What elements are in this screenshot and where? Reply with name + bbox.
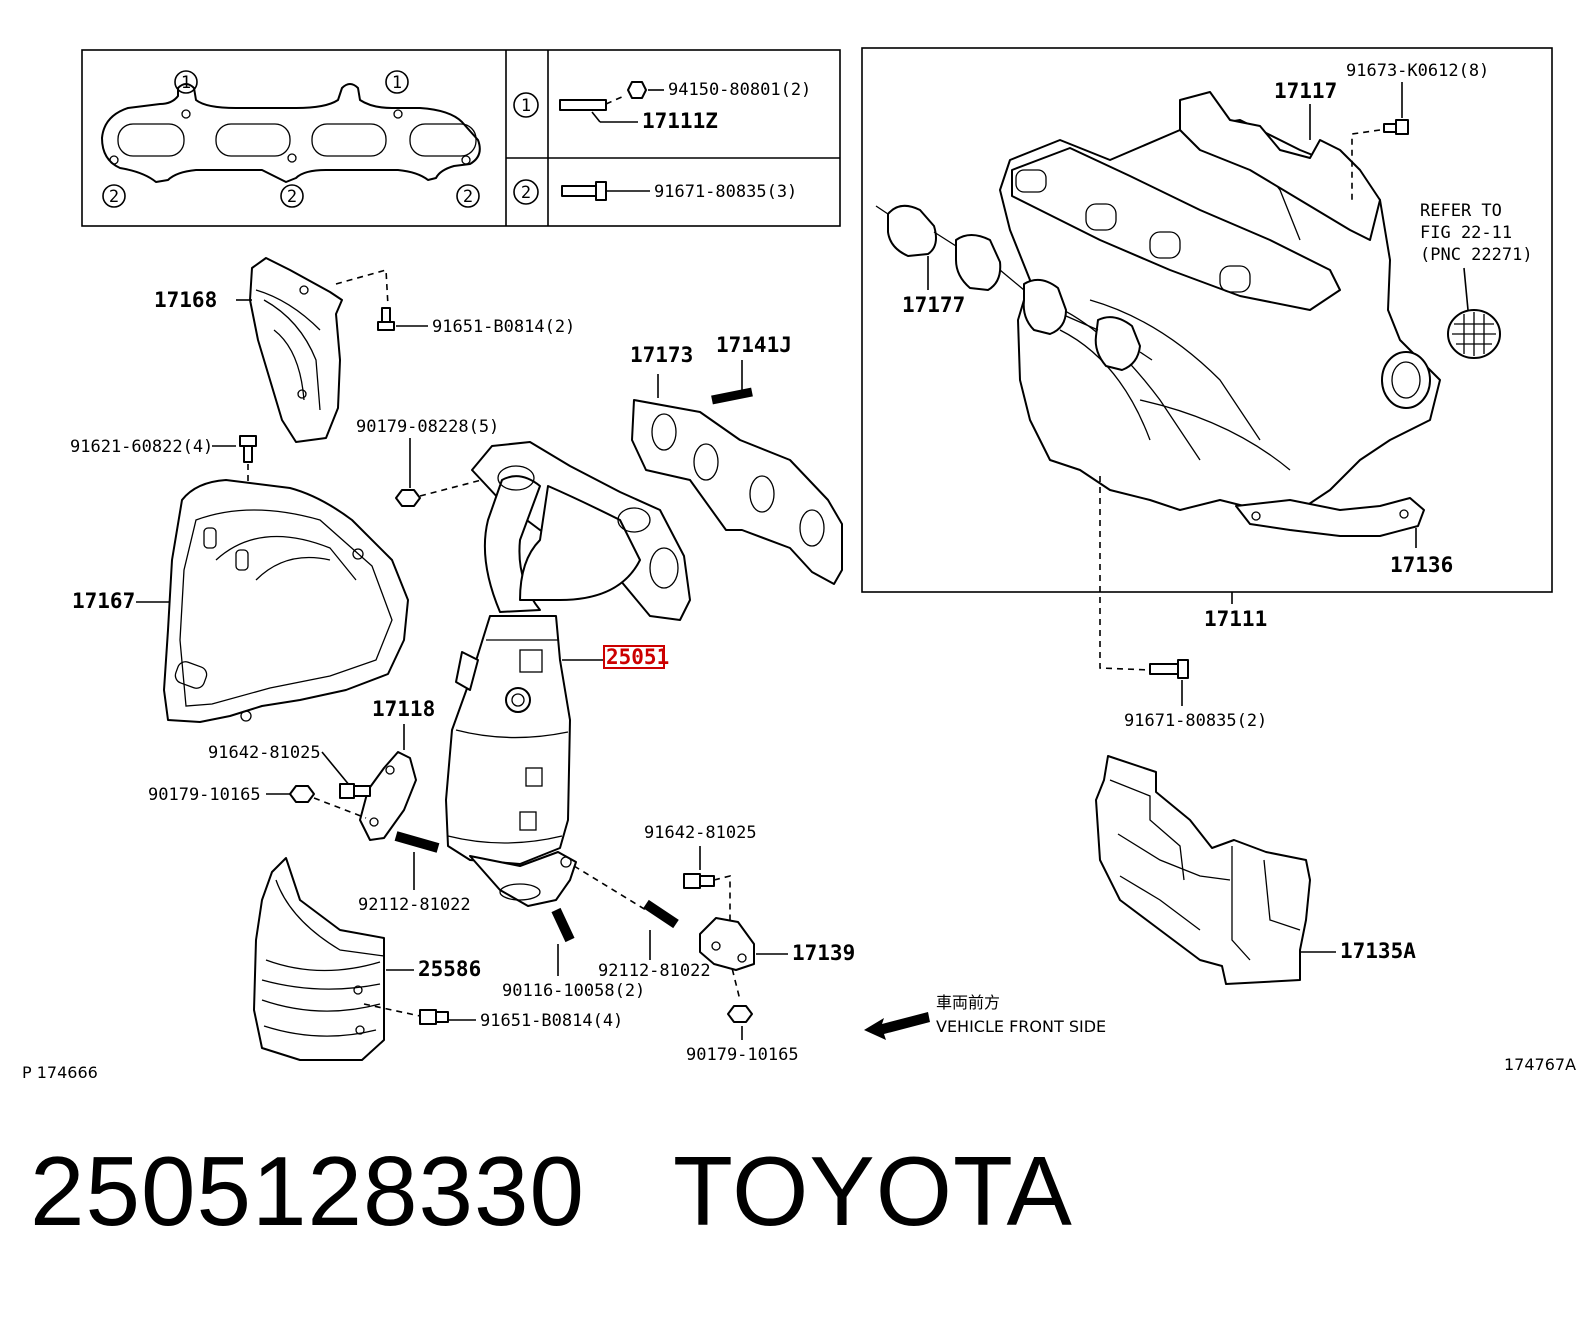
nut-90179-08228-group: 90179-08228(5) [356,417,521,507]
exhaust-manifold-25051-group: 25051 [445,441,691,907]
front-arrow-icon [864,1012,930,1040]
callout-1-left: 1 [174,70,198,94]
label-91671-80835-3: 91671-80835(3) [654,182,797,202]
callout-2-mid: 2 [280,184,304,208]
label-91673-k0612-8: 91673-K0612(8) [1346,61,1489,81]
label-91671-80835-2: 91671-80835(2) [1124,711,1267,731]
svg-text:2: 2 [287,187,297,207]
intake-gasket-17177 [887,204,937,257]
svg-text:2: 2 [109,187,119,207]
refer-line-1: REFER TO [1420,201,1502,221]
refer-line-3: (PNC 22271) [1420,245,1533,265]
manifold-gasket-17173 [631,399,843,585]
label-17139: 17139 [792,941,855,965]
callout-1-right: 1 [385,70,409,94]
insulator-17168-group: 17168 91651-B0814(2) [154,257,575,443]
figure-code-left: P 174666 [22,1063,98,1082]
gasket-detail-box: 1 1 2 2 2 1 2 94150-80801(2) 17111Z 9167… [81,49,841,227]
insulator-25586-group: 25586 91651-B0814(4) [253,857,623,1061]
bolt-icon [561,185,597,197]
callout-2-left: 2 [102,184,126,208]
nut-icon [289,785,315,803]
footer-caption: 2505128330 TOYOTA [30,1135,1161,1248]
bolt-icon [239,435,257,447]
gasket-17173-group: 17173 17141J [630,333,843,585]
bolt-icon [339,783,355,799]
insulator-17167-group: 91621-60822(4) 17167 [70,435,409,723]
figure-code-right: 174767A [1504,1055,1576,1074]
label-91621-60822-4: 91621-60822(4) [70,437,213,457]
row-key-2: 2 [513,179,539,205]
svg-text:2: 2 [463,187,473,207]
label-90179-10165-a: 90179-10165 [148,785,261,805]
label-92112-81022-a: 92112-81022 [358,895,471,915]
svg-text:2: 2 [521,183,531,203]
converter-outlet-flange [469,851,577,907]
front-label-jp: 車両前方 [936,993,1000,1012]
front-label-en: VEHICLE FRONT SIDE [936,1017,1106,1036]
footer-part-number: 2505128330 [30,1136,586,1246]
bolt-icon [1149,663,1179,675]
row-key-1: 1 [513,92,539,118]
heat-insulator-17135a [1095,755,1311,985]
label-17141j: 17141J [716,333,792,357]
heat-insulator-17167 [163,479,409,723]
label-17111: 17111 [1204,607,1267,631]
nut-icon [727,1005,753,1023]
label-91642-81025-b: 91642-81025 [644,823,757,843]
bolt-icon [1395,119,1409,135]
heat-insulator-17168 [249,257,343,443]
label-17167: 17167 [72,589,135,613]
stud-90116-group: 90116-10058(2) [502,907,645,1001]
label-17173: 17173 [630,343,693,367]
gasket-17139-group: 91642-81025 92112-81022 17139 90179-1016… [573,823,855,1065]
bracket-17136 [1235,497,1425,537]
intake-manifold-box: 17117 91673-K0612(8) REFER TO FIG 22-11 … [861,47,1553,593]
label-94150-80801: 94150-80801(2) [668,80,811,100]
throttle-body-port [1381,351,1431,409]
label-25051[interactable]: 25051 [606,645,669,669]
refer-line-2: FIG 22-11 [1420,223,1512,243]
label-91651-b0814-4: 91651-B0814(4) [480,1011,623,1031]
label-17111z: 17111Z [642,109,718,133]
highlight-box-25051 [603,645,665,669]
label-17117: 17117 [1274,79,1337,103]
footer-brand: TOYOTA [673,1136,1073,1246]
insulator-17135a-group: 17135A [1095,755,1416,985]
nut-icon [627,81,647,99]
catalytic-converter [445,615,571,865]
bolt-icon [683,873,701,889]
intake-runners-flange [1011,147,1341,311]
label-92112-81022-b: 92112-81022 [598,961,711,981]
protector-17117 [1179,91,1381,241]
svg-text:1: 1 [181,73,191,93]
intake-manifold-callout: 17111 91671-80835(2) [1099,476,1267,731]
exhaust-gasket-17139 [699,917,755,971]
label-90179-08228-5: 90179-08228(5) [356,417,499,437]
stud-icon [559,99,607,111]
svg-text:1: 1 [521,96,531,116]
label-90179-10165-b: 90179-10165 [686,1045,799,1065]
bracket-17118-group: 17118 91642-81025 90179-10165 92112-8102… [148,697,471,915]
label-17135a: 17135A [1340,939,1416,963]
label-91642-81025-a: 91642-81025 [208,743,321,763]
label-25586: 25586 [418,957,481,981]
callout-2-right: 2 [456,184,480,208]
label-17118: 17118 [372,697,435,721]
label-90116-10058-2: 90116-10058(2) [502,981,645,1001]
svg-text:1: 1 [392,73,402,93]
label-17177: 17177 [902,293,965,317]
exhaust-gasket-shape [101,83,481,183]
label-17168: 17168 [154,288,217,312]
vehicle-front-indicator: 車両前方 VEHICLE FRONT SIDE [864,993,1106,1040]
bolt-icon [419,1009,437,1025]
nut-icon [395,489,421,507]
label-91651-b0814-2: 91651-B0814(2) [432,317,575,337]
label-17136: 17136 [1390,553,1453,577]
